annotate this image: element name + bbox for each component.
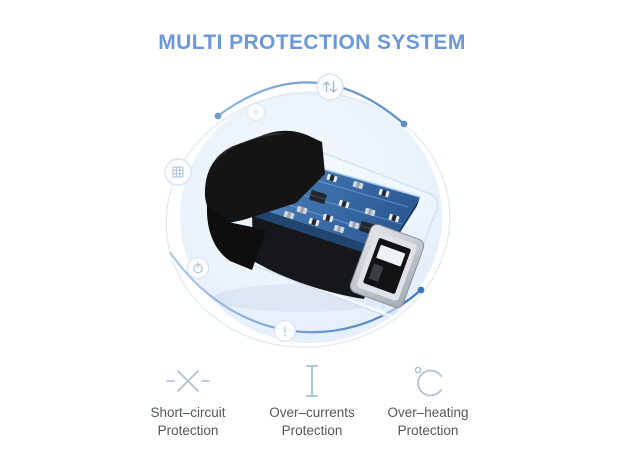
charger-under-body bbox=[252, 213, 380, 299]
feature-label: Protection bbox=[157, 423, 219, 439]
feature-list: Short–circuit Protection Over–currents P… bbox=[0, 360, 624, 450]
badge-chip bbox=[164, 158, 192, 186]
badge-small bbox=[246, 102, 266, 122]
feature-label: Short–circuit bbox=[150, 405, 226, 420]
top-arc bbox=[217, 81, 405, 125]
usb-port bbox=[349, 224, 425, 308]
chip-grid-icon bbox=[172, 166, 184, 178]
alert-icon bbox=[284, 325, 286, 337]
pcb-front-edge bbox=[255, 208, 386, 259]
over-currents-icon bbox=[306, 365, 318, 397]
faint-ring bbox=[165, 92, 451, 348]
plug-lower bbox=[206, 205, 266, 270]
plus-icon bbox=[253, 109, 259, 115]
current-arrows-icon bbox=[323, 81, 337, 93]
power-icon bbox=[193, 262, 203, 274]
feature-label: Protection bbox=[281, 423, 343, 439]
badge-power bbox=[186, 256, 210, 280]
feature-over-heating: Over–heating Protection bbox=[348, 360, 508, 440]
feature-label: Protection bbox=[397, 423, 459, 439]
over-heating-icon bbox=[414, 366, 442, 397]
arc-dot bbox=[417, 286, 425, 294]
badge-over-current bbox=[316, 73, 344, 101]
plug-body bbox=[204, 130, 325, 224]
feature-short-circuit: Short–circuit Protection bbox=[108, 360, 268, 440]
arc-dot bbox=[400, 120, 408, 128]
arc-dot bbox=[214, 112, 222, 120]
feature-label: Over–currents bbox=[269, 405, 355, 420]
short-circuit-icon bbox=[166, 370, 210, 392]
page-title: MULTI PROTECTION SYSTEM bbox=[158, 31, 466, 54]
feature-label: Over–heating bbox=[387, 405, 469, 420]
badge-alert bbox=[273, 319, 297, 343]
charger-product bbox=[204, 130, 425, 308]
feature-over-currents: Over–currents Protection bbox=[232, 360, 392, 440]
